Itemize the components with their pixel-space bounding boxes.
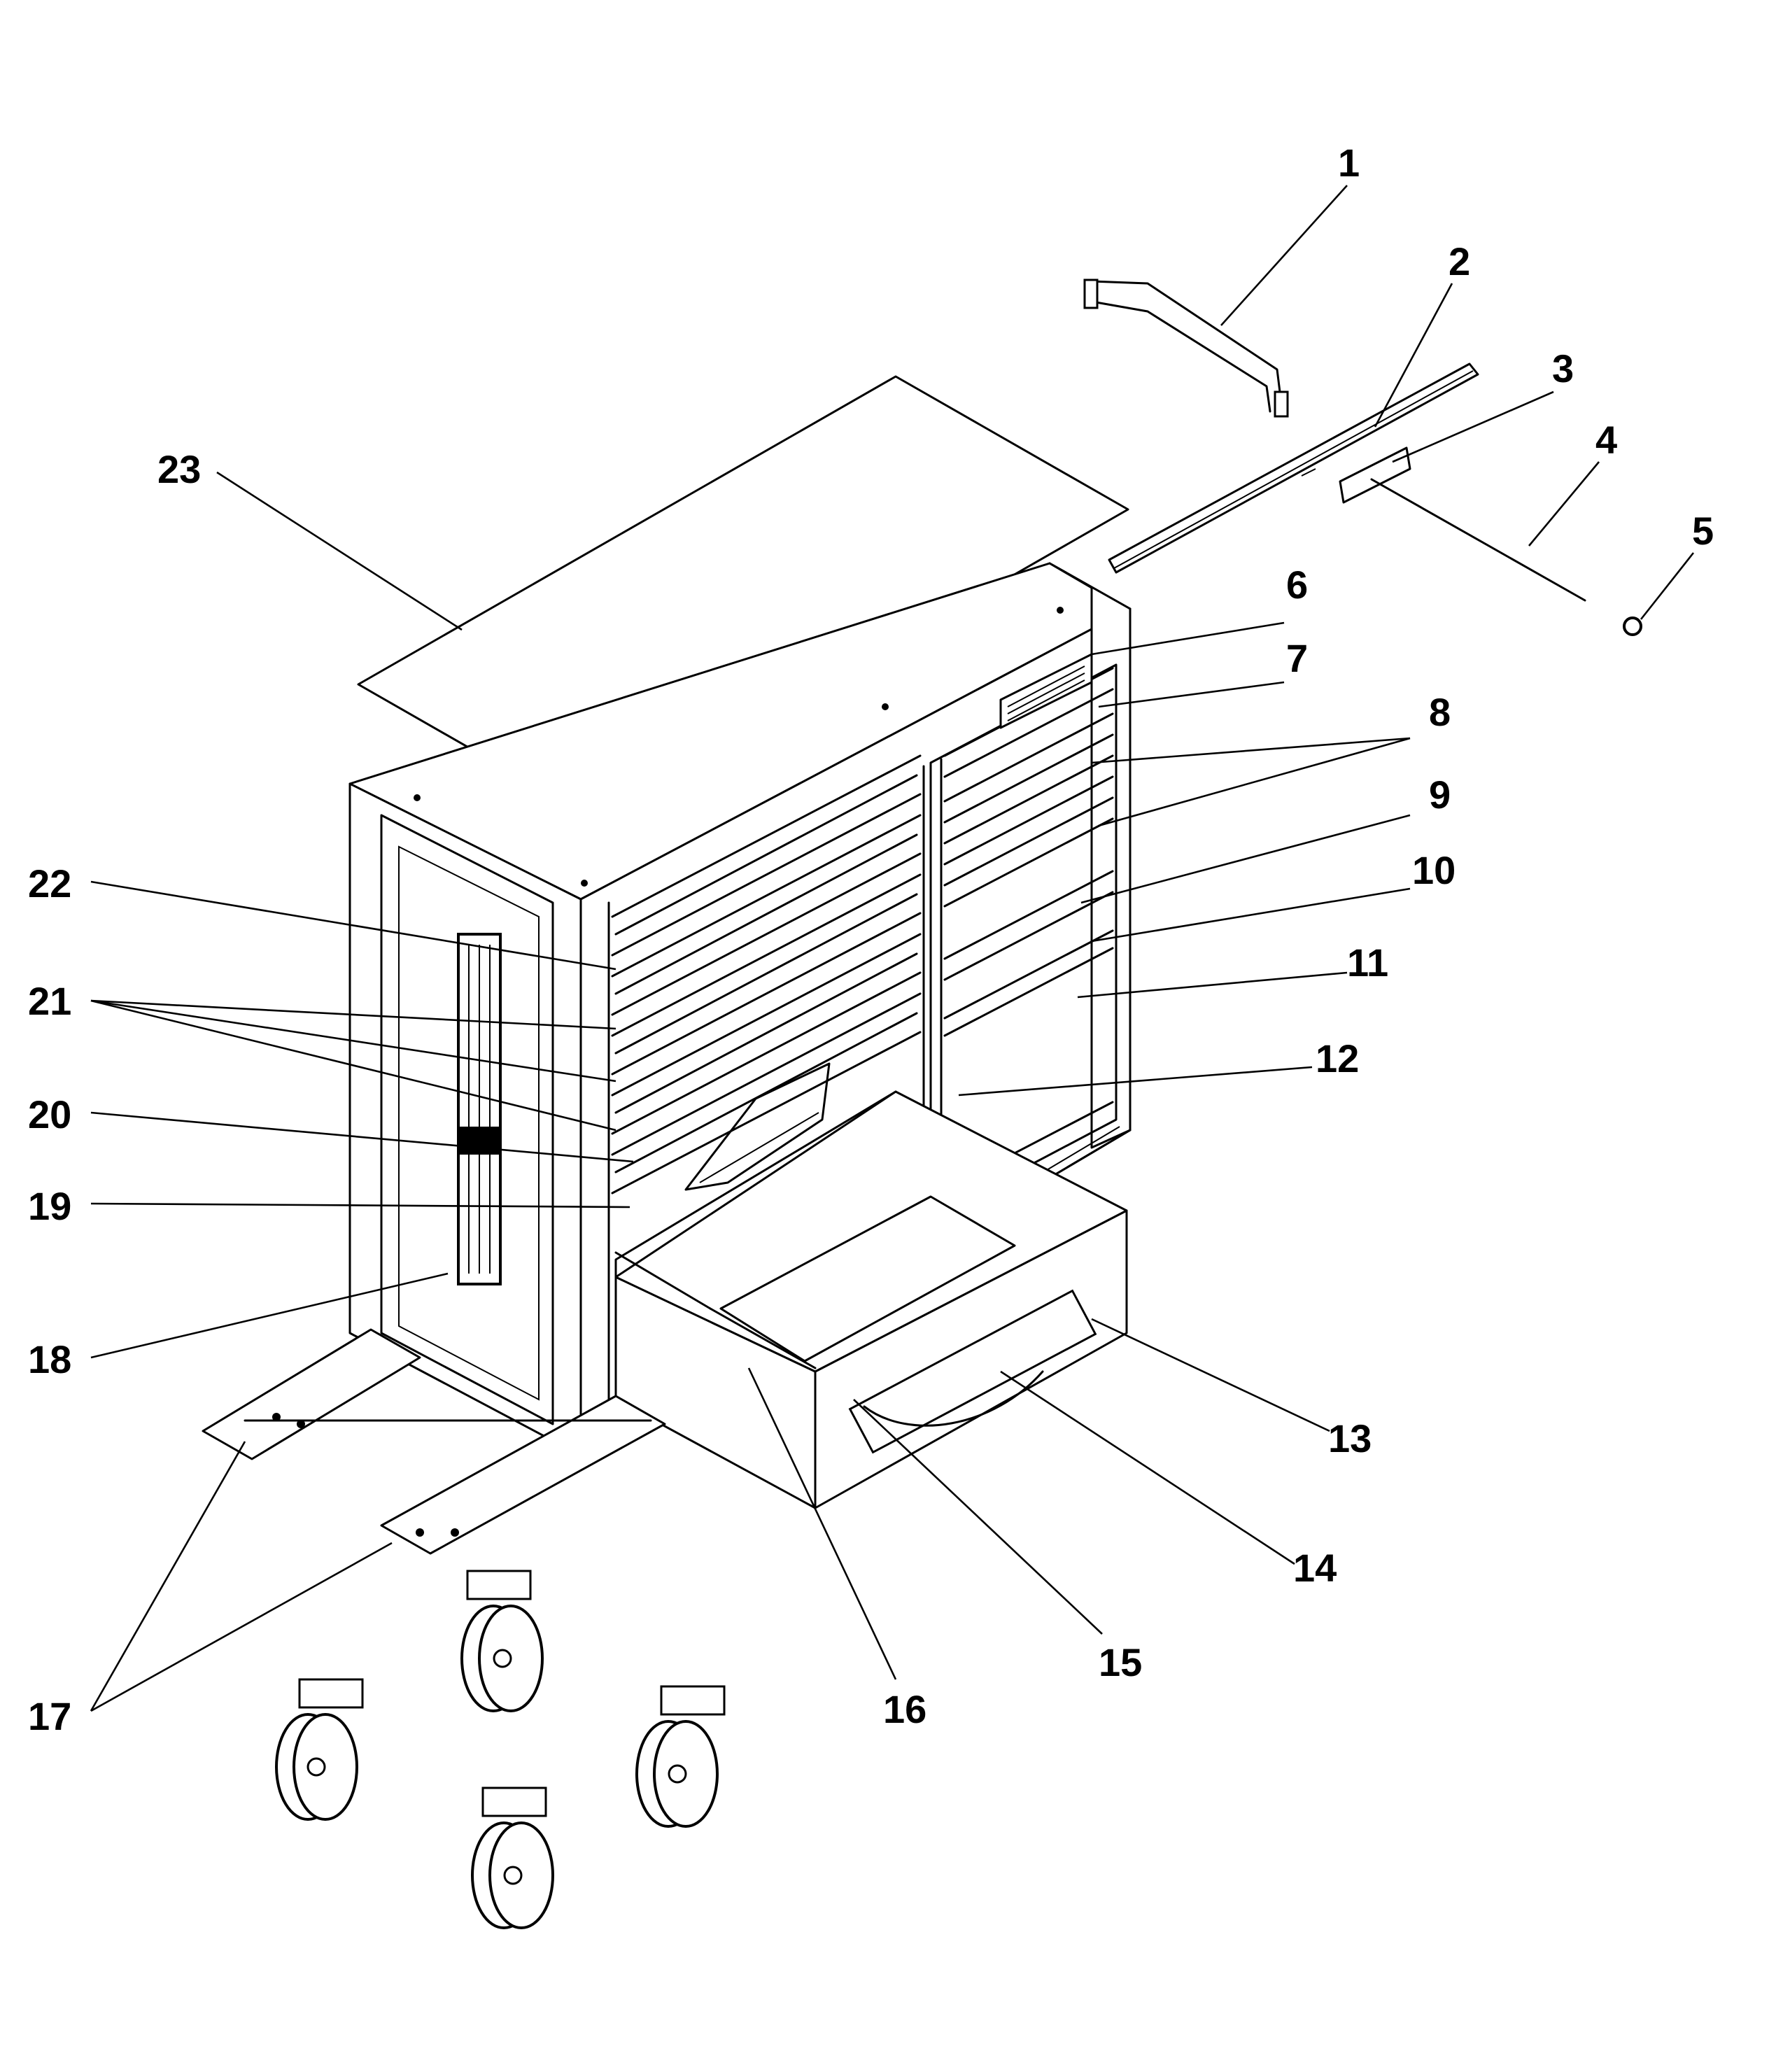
callout-11: 11 [1347,940,1388,985]
drawer-slide [1108,362,1479,574]
callout-7: 7 [1286,636,1308,680]
callout-5: 5 [1692,509,1714,553]
front-logo [684,1062,831,1191]
caster-2 [275,1678,364,1821]
callout-18: 18 [28,1337,71,1381]
callout-8: 8 [1429,690,1451,734]
callout-6: 6 [1286,563,1308,607]
callout-13: 13 [1328,1416,1372,1460]
callout-labels: 1 2 3 4 5 6 7 8 9 10 11 12 13 14 15 16 1… [28,141,1714,1738]
callout-4: 4 [1595,418,1617,462]
left-drawer-stack [611,754,922,1194]
leader-lines [90,185,1695,1712]
lock-cylinder [1623,616,1642,636]
lock-rod [1370,478,1586,602]
callout-23: 23 [157,447,201,491]
callout-21: 21 [28,979,71,1023]
callout-3: 3 [1552,346,1574,390]
callout-16: 16 [883,1687,926,1731]
caster-wheels [275,1570,726,1929]
caster-3 [635,1685,726,1828]
callout-14: 14 [1293,1546,1337,1590]
caster-plates [202,1328,666,1555]
caster-4 [471,1786,554,1929]
open-drawer [614,1090,1128,1509]
callout-22: 22 [28,861,71,905]
callout-2: 2 [1449,239,1470,283]
cabinet-body [348,562,1132,1457]
side-handle [1083,279,1289,418]
callout-17: 17 [28,1694,71,1738]
callout-12: 12 [1316,1036,1359,1080]
callout-19: 19 [28,1184,71,1228]
right-drawer-stack [943,653,1114,1191]
callout-10: 10 [1412,848,1456,892]
callout-20: 20 [28,1092,71,1136]
badge-hatching [1007,665,1085,721]
callout-1: 1 [1338,141,1360,185]
caster-1 [460,1570,544,1712]
callout-9: 9 [1429,773,1451,817]
callout-15: 15 [1099,1640,1142,1684]
side-logo [457,933,502,1285]
